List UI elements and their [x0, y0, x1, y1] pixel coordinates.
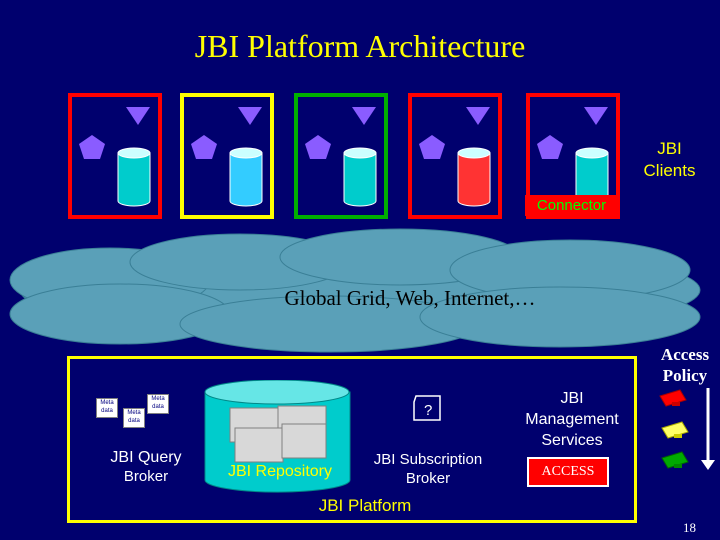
client-box-2 — [180, 93, 274, 219]
global-grid-cloud — [9, 228, 701, 353]
management-services-label: JBI Management Services — [512, 388, 632, 451]
pentagon-icon — [79, 135, 105, 159]
clients-label-line1: JBI — [657, 139, 682, 158]
cloud-label: Global Grid, Web, Internet,… — [284, 286, 536, 310]
subscription-broker-line2: Broker — [405, 470, 451, 487]
platform-label: JBI Platform — [318, 496, 412, 515]
pentagon-icon — [191, 135, 217, 159]
subscription-broker-line1: JBI Subscription — [373, 451, 483, 468]
cylinder-icon — [117, 147, 151, 207]
subscription-broker-label: JBI Subscription Broker — [352, 450, 504, 488]
document-icon: Meta data — [123, 408, 145, 428]
cylinder-icon — [343, 147, 377, 207]
triangle-icon — [466, 107, 490, 125]
cylinder-icon — [575, 147, 609, 207]
yellow-key-icon — [661, 421, 689, 439]
query-broker-line2: Broker — [123, 468, 169, 485]
green-key-icon — [661, 451, 689, 469]
triangle-icon — [126, 107, 150, 125]
document-icon: Meta data — [147, 394, 169, 414]
query-broker-label: JBI Query Broker — [86, 448, 206, 486]
access-policy-keys — [659, 388, 715, 470]
repository-label: JBI Repository — [227, 463, 333, 480]
clients-label: JBI Clients — [632, 138, 707, 182]
management-services-line1: JBI — [560, 390, 584, 407]
pentagon-icon — [305, 135, 331, 159]
pentagon-icon — [419, 135, 445, 159]
pentagon-icon — [537, 135, 563, 159]
management-services-line2: Management — [525, 411, 619, 428]
red-key-icon — [659, 389, 687, 407]
slide-number: 18 — [683, 520, 696, 535]
client-box-4 — [408, 93, 502, 219]
access-policy-label: Access Policy — [650, 344, 720, 386]
client-box-3 — [294, 93, 388, 219]
cylinder-icon — [457, 147, 491, 207]
access-policy-line1: Access — [660, 345, 710, 364]
jbi-platform-box — [67, 356, 637, 523]
subscription-document-icon: ? — [413, 395, 441, 421]
client-box-1 — [68, 93, 162, 219]
clients-label-line2: Clients — [643, 161, 696, 180]
arrow-down-icon — [701, 388, 715, 470]
svg-text:?: ? — [424, 402, 432, 419]
triangle-icon — [238, 107, 262, 125]
document-icon: Meta data — [96, 398, 118, 418]
triangle-icon — [352, 107, 376, 125]
triangle-icon — [584, 107, 608, 125]
query-broker-line1: JBI Query — [110, 449, 182, 466]
cylinder-icon — [229, 147, 263, 207]
access-policy-line2: Policy — [662, 366, 708, 385]
access-badge: ACCESS — [527, 457, 609, 487]
connector-label: Connector — [525, 195, 618, 216]
repository-cylinder-icon — [204, 380, 351, 493]
management-services-line3: Services — [541, 432, 603, 449]
slide-title: JBI Platform Architecture — [194, 28, 526, 64]
